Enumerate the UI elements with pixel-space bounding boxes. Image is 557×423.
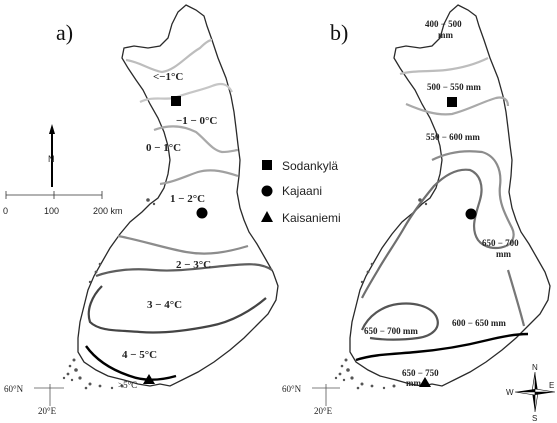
compass-rose-icon: N S W E <box>506 363 556 423</box>
zone-a-2-3: 2 − 3°C <box>176 259 211 271</box>
archipelago-b <box>334 198 428 390</box>
lon-label-a: 20°E <box>38 406 57 416</box>
kajaani-marker-b <box>465 208 477 220</box>
compass-w: W <box>506 388 514 397</box>
compass-n: N <box>532 363 538 372</box>
isoline-b-1 <box>399 57 489 76</box>
isoline-a-5 <box>117 234 249 255</box>
zone-a-0-1: 0 − 1°C <box>146 142 181 154</box>
zone-a-lt-minus1: <−1°C <box>153 71 183 83</box>
isoline-a-4 <box>159 169 239 186</box>
zone-b-650-700-south: 650 − 700 mm <box>364 326 418 336</box>
isoline-a-1 <box>125 38 213 74</box>
isoline-a-7 <box>87 285 267 334</box>
panel-a-label: a) <box>56 20 73 45</box>
north-arrow-label: N <box>48 154 55 164</box>
compass-e: E <box>549 381 554 390</box>
legend-kaisaniemi: Kaisaniemi <box>282 211 341 225</box>
legend-circle-icon <box>261 185 273 197</box>
zone-b-650-700-east-unit: mm <box>496 249 511 259</box>
zone-a-1-2: 1 − 2°C <box>170 193 205 205</box>
north-arrow-icon <box>49 124 55 187</box>
legend-sodankyla: Sodankylä <box>282 159 338 173</box>
kaisaniemi-marker-b <box>419 377 431 387</box>
map-panel-b: b) 400 − 500 mm 500 − 550 mm 550 − 600 m… <box>282 4 551 416</box>
zone-a-gt5: >5°C <box>118 380 137 390</box>
sodankyla-marker-a <box>171 96 181 106</box>
scale-tick-100: 100 <box>44 206 59 216</box>
zone-b-650-750: 650 − 750 <box>402 368 439 378</box>
lat-label-a: 60°N <box>4 384 24 394</box>
isoline-b-2 <box>405 96 510 116</box>
zone-b-400-500-unit: mm <box>438 30 453 40</box>
isoline-b-7 <box>355 332 529 362</box>
zone-a-minus1-0: −1 − 0°C <box>176 115 217 127</box>
archipelago-a <box>62 198 156 390</box>
isoline-a-2 <box>139 82 233 103</box>
kaisaniemi-marker-a <box>143 374 155 384</box>
legend-kajaani: Kajaani <box>282 184 322 198</box>
zone-a-3-4: 3 − 4°C <box>147 299 182 311</box>
sodankyla-marker-b <box>447 97 457 107</box>
compass-s: S <box>532 414 537 423</box>
isoline-b-5 <box>360 302 439 341</box>
isoline-a-6 <box>95 263 273 278</box>
kajaani-marker-a <box>196 207 208 219</box>
legend-square-icon <box>262 160 272 170</box>
legend-triangle-icon <box>261 211 273 222</box>
scale-tick-200: 200 km <box>93 206 123 216</box>
isoline-a-8 <box>85 345 177 381</box>
zone-b-600-650: 600 − 650 mm <box>452 318 506 328</box>
finland-outline-a <box>77 4 279 387</box>
zone-b-650-750-unit: mm <box>406 378 421 388</box>
zone-b-500-550: 500 − 550 mm <box>427 82 481 92</box>
map-panel-a: a) <−1°C −1 − 0°C 0 − 1°C 1 − 2°C 2 − 3°… <box>4 4 279 416</box>
zone-b-550-600: 550 − 600 mm <box>426 132 480 142</box>
finland-outline-b <box>349 4 551 387</box>
isoline-b-6 <box>506 269 526 327</box>
zone-b-650-700-east: 650 − 700 <box>482 238 519 248</box>
scale-bar: N 0 100 200 km <box>3 124 123 216</box>
lat-label-b: 60°N <box>282 384 302 394</box>
lon-label-b: 20°E <box>314 406 333 416</box>
zone-b-400-500: 400 − 500 <box>425 19 462 29</box>
zone-a-4-5: 4 − 5°C <box>122 349 157 361</box>
isoline-b-3 <box>431 150 515 248</box>
legend: Sodankylä Kajaani Kaisaniemi <box>261 159 341 225</box>
scale-tick-0: 0 <box>3 206 8 216</box>
isoline-b-4 <box>361 168 507 299</box>
isoline-a-3 <box>153 125 239 154</box>
panel-b-label: b) <box>330 20 348 45</box>
